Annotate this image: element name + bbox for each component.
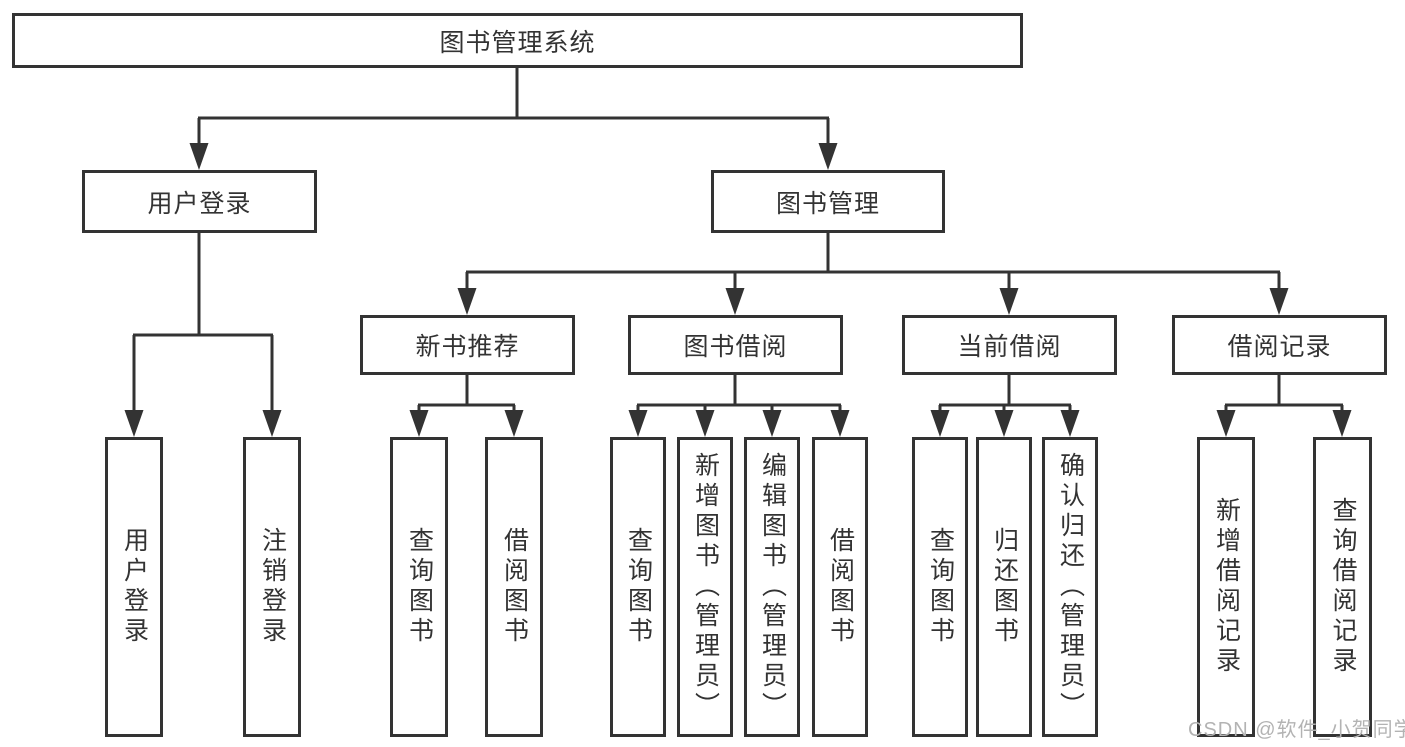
leaf-borrow-books-recommend: 借阅图书 [485,437,543,737]
leaf-add-book-admin: 新增图书（管理员） [677,437,733,737]
leaf-add-book-admin-label: 新增图书（管理员） [691,452,720,722]
arrowhead-down-icon [504,410,524,437]
leaf-user-login: 用户登录 [105,437,163,737]
node-borrow-records: 借阅记录 [1172,315,1387,375]
arrowhead-down-icon [189,143,209,170]
leaf-user-login-label: 用户登录 [120,527,149,647]
leaf-return-books: 归还图书 [976,437,1032,737]
arrowhead-down-icon [1269,288,1289,315]
leaf-add-borrow-record-label: 新增借阅记录 [1212,497,1241,677]
leaf-query-books-borrow: 查询图书 [610,437,666,737]
arrowhead-down-icon [457,288,477,315]
leaf-query-borrow-record: 查询借阅记录 [1313,437,1372,737]
leaf-edit-book-admin: 编辑图书（管理员） [744,437,800,737]
arrowhead-down-icon [1060,410,1080,437]
arrowhead-down-icon [124,410,144,437]
leaf-edit-book-admin-label: 编辑图书（管理员） [758,452,787,722]
leaf-logout: 注销登录 [243,437,301,737]
arrowhead-down-icon [725,288,745,315]
leaf-add-borrow-record: 新增借阅记录 [1197,437,1255,737]
leaf-query-books-recommend: 查询图书 [390,437,448,737]
arrowhead-down-icon [762,410,782,437]
arrowhead-down-icon [999,288,1019,315]
leaf-query-books-current: 查询图书 [912,437,968,737]
node-current-borrow: 当前借阅 [902,315,1117,375]
arrowhead-down-icon [1216,410,1236,437]
arrowhead-down-icon [262,410,282,437]
node-library-management-system: 图书管理系统 [12,13,1023,68]
leaf-logout-label: 注销登录 [258,527,287,647]
leaf-borrow-books-label: 借阅图书 [826,527,855,647]
leaf-confirm-return-admin-label: 确认归还（管理员） [1056,452,1085,722]
csdn-watermark: CSDN @软件_小贺同学 [1188,719,1405,741]
arrowhead-down-icon [695,410,715,437]
node-book-management: 图书管理 [711,170,945,233]
arrowhead-down-icon [628,410,648,437]
arrowhead-down-icon [930,410,950,437]
arrowhead-down-icon [1332,410,1352,437]
arrowhead-down-icon [818,143,838,170]
leaf-return-books-label: 归还图书 [990,527,1019,647]
node-book-borrow: 图书借阅 [628,315,843,375]
leaf-borrow-books: 借阅图书 [812,437,868,737]
leaf-confirm-return-admin: 确认归还（管理员） [1042,437,1098,737]
arrowhead-down-icon [830,410,850,437]
leaf-query-borrow-record-label: 查询借阅记录 [1329,497,1357,677]
arrowhead-down-icon [994,410,1014,437]
leaf-borrow-books-recommend-label: 借阅图书 [500,527,529,647]
node-user-login: 用户登录 [82,170,317,233]
leaf-query-books-borrow-label: 查询图书 [624,527,653,647]
arrowhead-down-icon [409,410,429,437]
node-new-book-recommend: 新书推荐 [360,315,575,375]
leaf-query-books-current-label: 查询图书 [926,527,955,647]
leaf-query-books-recommend-label: 查询图书 [405,527,434,647]
